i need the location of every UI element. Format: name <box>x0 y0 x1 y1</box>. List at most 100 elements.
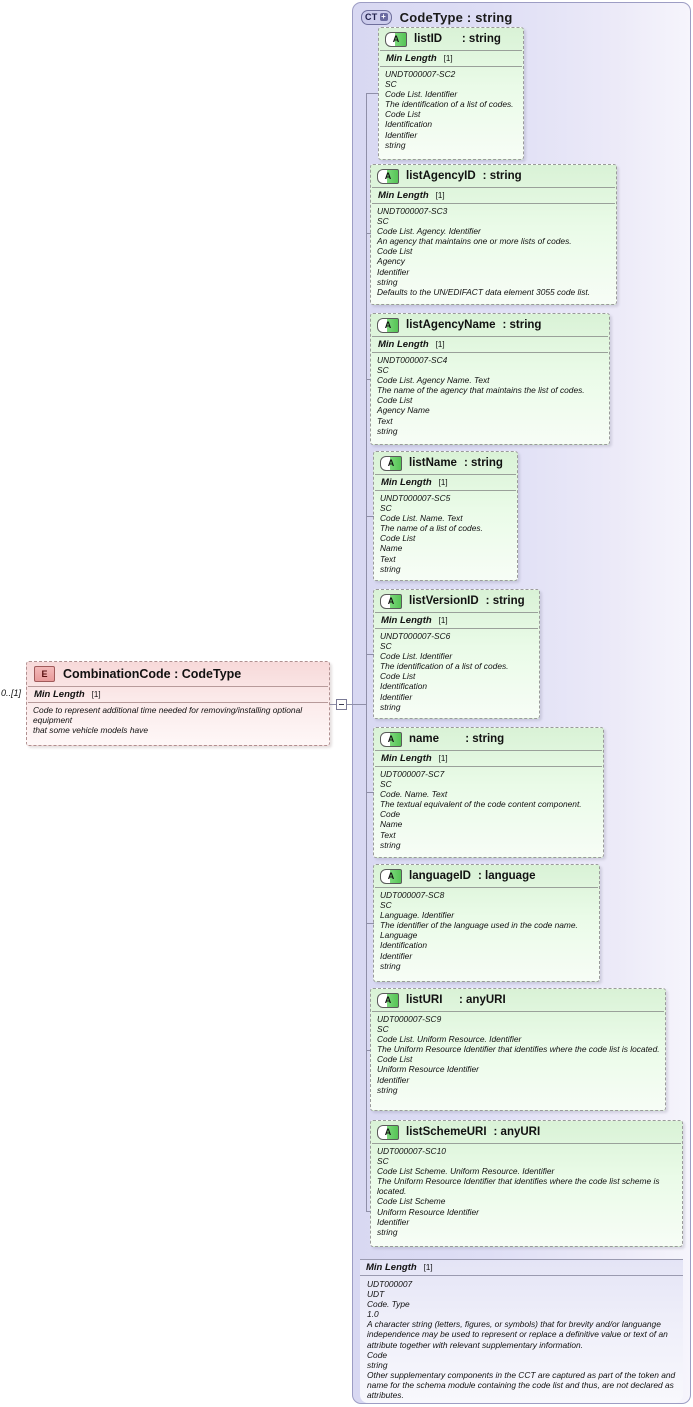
doc-line: Identification <box>385 119 433 130</box>
doc-line: string <box>380 960 401 971</box>
attribute-name: listAgencyID <box>406 170 476 182</box>
attribute-box-listAgencyID[interactable]: A listAgencyID : string Min Length [1] U… <box>370 164 617 305</box>
attribute-header: A listSchemeURI : anyURI <box>371 1121 682 1143</box>
doc-line: UNDT000007-SC5 <box>380 493 451 503</box>
doc-line: Code List <box>380 533 416 544</box>
element-badge-icon: E <box>34 666 55 682</box>
doc-line: UNDT000007-SC6 <box>380 631 451 641</box>
attribute-documentation: UDT000007-SC10 SC Code List Scheme. Unif… <box>371 1144 682 1240</box>
attribute-badge-icon: A <box>377 1124 399 1140</box>
doc-line: Code List <box>385 109 421 120</box>
attribute-header: A languageID : language <box>374 865 599 887</box>
facet-value: [1] <box>443 54 453 63</box>
doc-line: Code. Type <box>367 1299 410 1310</box>
doc-line: Agency <box>377 256 405 267</box>
attribute-box-listName[interactable]: A listName : string Min Length [1] UNDT0… <box>373 451 518 581</box>
divider <box>372 1011 664 1012</box>
doc-line: Identifier <box>377 266 410 277</box>
facet-value: [1] <box>423 1263 433 1272</box>
doc-line: Code <box>367 1349 388 1360</box>
doc-line: The Uniform Resource Identifier that ide… <box>377 1176 662 1197</box>
doc-line: Identifier <box>377 1074 410 1085</box>
doc-line: Defaults to the UN/EDIFACT data element … <box>377 286 591 297</box>
facet-row-min-length: Min Length [1] <box>372 336 608 353</box>
doc-line: Identifier <box>377 1216 410 1227</box>
doc-line: Code List <box>377 246 413 257</box>
attribute-type: : string <box>461 33 501 45</box>
facet-row-min-length: Min Length [1] <box>380 50 522 67</box>
doc-line: Code List <box>377 395 413 406</box>
doc-line: SC <box>377 216 389 227</box>
attribute-name: listID <box>414 33 455 45</box>
attribute-box-listURI[interactable]: A listURI : anyURI UDT000007-SC9 SC Code… <box>370 988 666 1111</box>
attribute-type: : string <box>482 170 522 182</box>
doc-line: Name <box>380 543 403 554</box>
attribute-badge-icon: A <box>380 731 402 747</box>
attribute-tree-branch <box>366 792 374 793</box>
doc-line: UNDT000007-SC4 <box>377 355 448 365</box>
doc-line: The Uniform Resource Identifier that ide… <box>377 1044 660 1055</box>
attribute-documentation: UNDT000007-SC4 SC Code List. Agency Name… <box>371 353 609 439</box>
attribute-type: : anyURI <box>459 994 506 1006</box>
facet-row-min-length: Min Length [1] <box>375 612 538 629</box>
attribute-name: listSchemeURI <box>406 1126 487 1138</box>
facet-label: Min Length <box>378 190 429 201</box>
attribute-tree-branch <box>366 1050 371 1051</box>
doc-line: UDT000007 <box>367 1279 413 1289</box>
doc-line: Code List. Identifier <box>385 89 458 100</box>
doc-line: The name of the agency that maintains th… <box>377 385 585 396</box>
attribute-box-listID[interactable]: A listID : string Min Length [1] UNDT000… <box>378 27 524 160</box>
doc-line: Language <box>380 930 418 941</box>
doc-line: A character string (letters, figures, or… <box>367 1319 671 1350</box>
attribute-tree-branch <box>366 1211 371 1212</box>
attribute-box-listVersionID[interactable]: A listVersionID : string Min Length [1] … <box>373 589 540 719</box>
doc-line: The identification of a list of codes. <box>380 661 509 672</box>
element-box-combinationcode[interactable]: E CombinationCode : CodeType Min Length … <box>26 661 330 746</box>
facet-value: [1] <box>438 616 448 625</box>
attribute-tree-branch <box>366 379 371 380</box>
attribute-box-listAgencyName[interactable]: A listAgencyName : string Min Length [1]… <box>370 313 610 445</box>
attribute-box-name[interactable]: A name : string Min Length [1] UDT000007… <box>373 727 604 858</box>
attribute-type: : string <box>463 457 503 469</box>
attribute-type: : string <box>485 595 525 607</box>
doc-line: Identifier <box>385 129 418 140</box>
attribute-type: : language <box>477 870 536 882</box>
facet-value: [1] <box>435 340 445 349</box>
doc-line: 1.0 <box>367 1309 379 1320</box>
collapse-toggle-icon[interactable] <box>336 699 347 710</box>
doc-line: Code List. Agency Name. Text <box>377 375 490 386</box>
attribute-documentation: UNDT000007-SC5 SC Code List. Name. Text … <box>374 491 517 577</box>
doc-line: Text <box>380 553 396 564</box>
complex-type-badge-label: CT <box>365 11 378 22</box>
doc-line: An agency that maintains one or more lis… <box>377 236 572 247</box>
doc-line: The identifier of the language used in t… <box>380 920 578 931</box>
doc-line: string <box>377 276 398 287</box>
attribute-box-languageID[interactable]: A languageID : language UDT000007-SC8 SC… <box>373 864 600 982</box>
doc-line: SC <box>385 79 397 90</box>
attribute-header: A name : string <box>374 728 603 750</box>
doc-line: Code to represent additional time needed… <box>33 705 305 726</box>
doc-line: string <box>377 1226 398 1237</box>
attribute-documentation: UNDT000007-SC6 SC Code List. Identifier … <box>374 629 539 715</box>
doc-line: Identifier <box>380 950 413 961</box>
doc-line: Agency Name <box>377 405 430 416</box>
expand-plus-icon[interactable]: + <box>379 12 388 21</box>
attribute-type: : anyURI <box>493 1126 541 1138</box>
attribute-badge-icon: A <box>377 168 399 184</box>
facet-label: Min Length <box>381 753 432 764</box>
attribute-box-listSchemeURI[interactable]: A listSchemeURI : anyURI UDT000007-SC10 … <box>370 1120 683 1247</box>
attribute-badge-icon: A <box>377 992 399 1008</box>
doc-line: Code List <box>377 1054 413 1065</box>
attribute-header: A listAgencyID : string <box>371 165 616 187</box>
doc-line: Code List <box>380 671 416 682</box>
doc-line: string <box>377 425 398 436</box>
doc-line: string <box>380 839 401 850</box>
element-connector-left <box>330 704 336 705</box>
doc-line: Identification <box>380 940 428 951</box>
divider <box>375 887 598 888</box>
doc-line: SC <box>380 779 392 790</box>
facet-label: Min Length <box>386 53 437 64</box>
facet-label: Min Length <box>378 339 429 350</box>
attribute-tree-trunk <box>366 93 367 1212</box>
